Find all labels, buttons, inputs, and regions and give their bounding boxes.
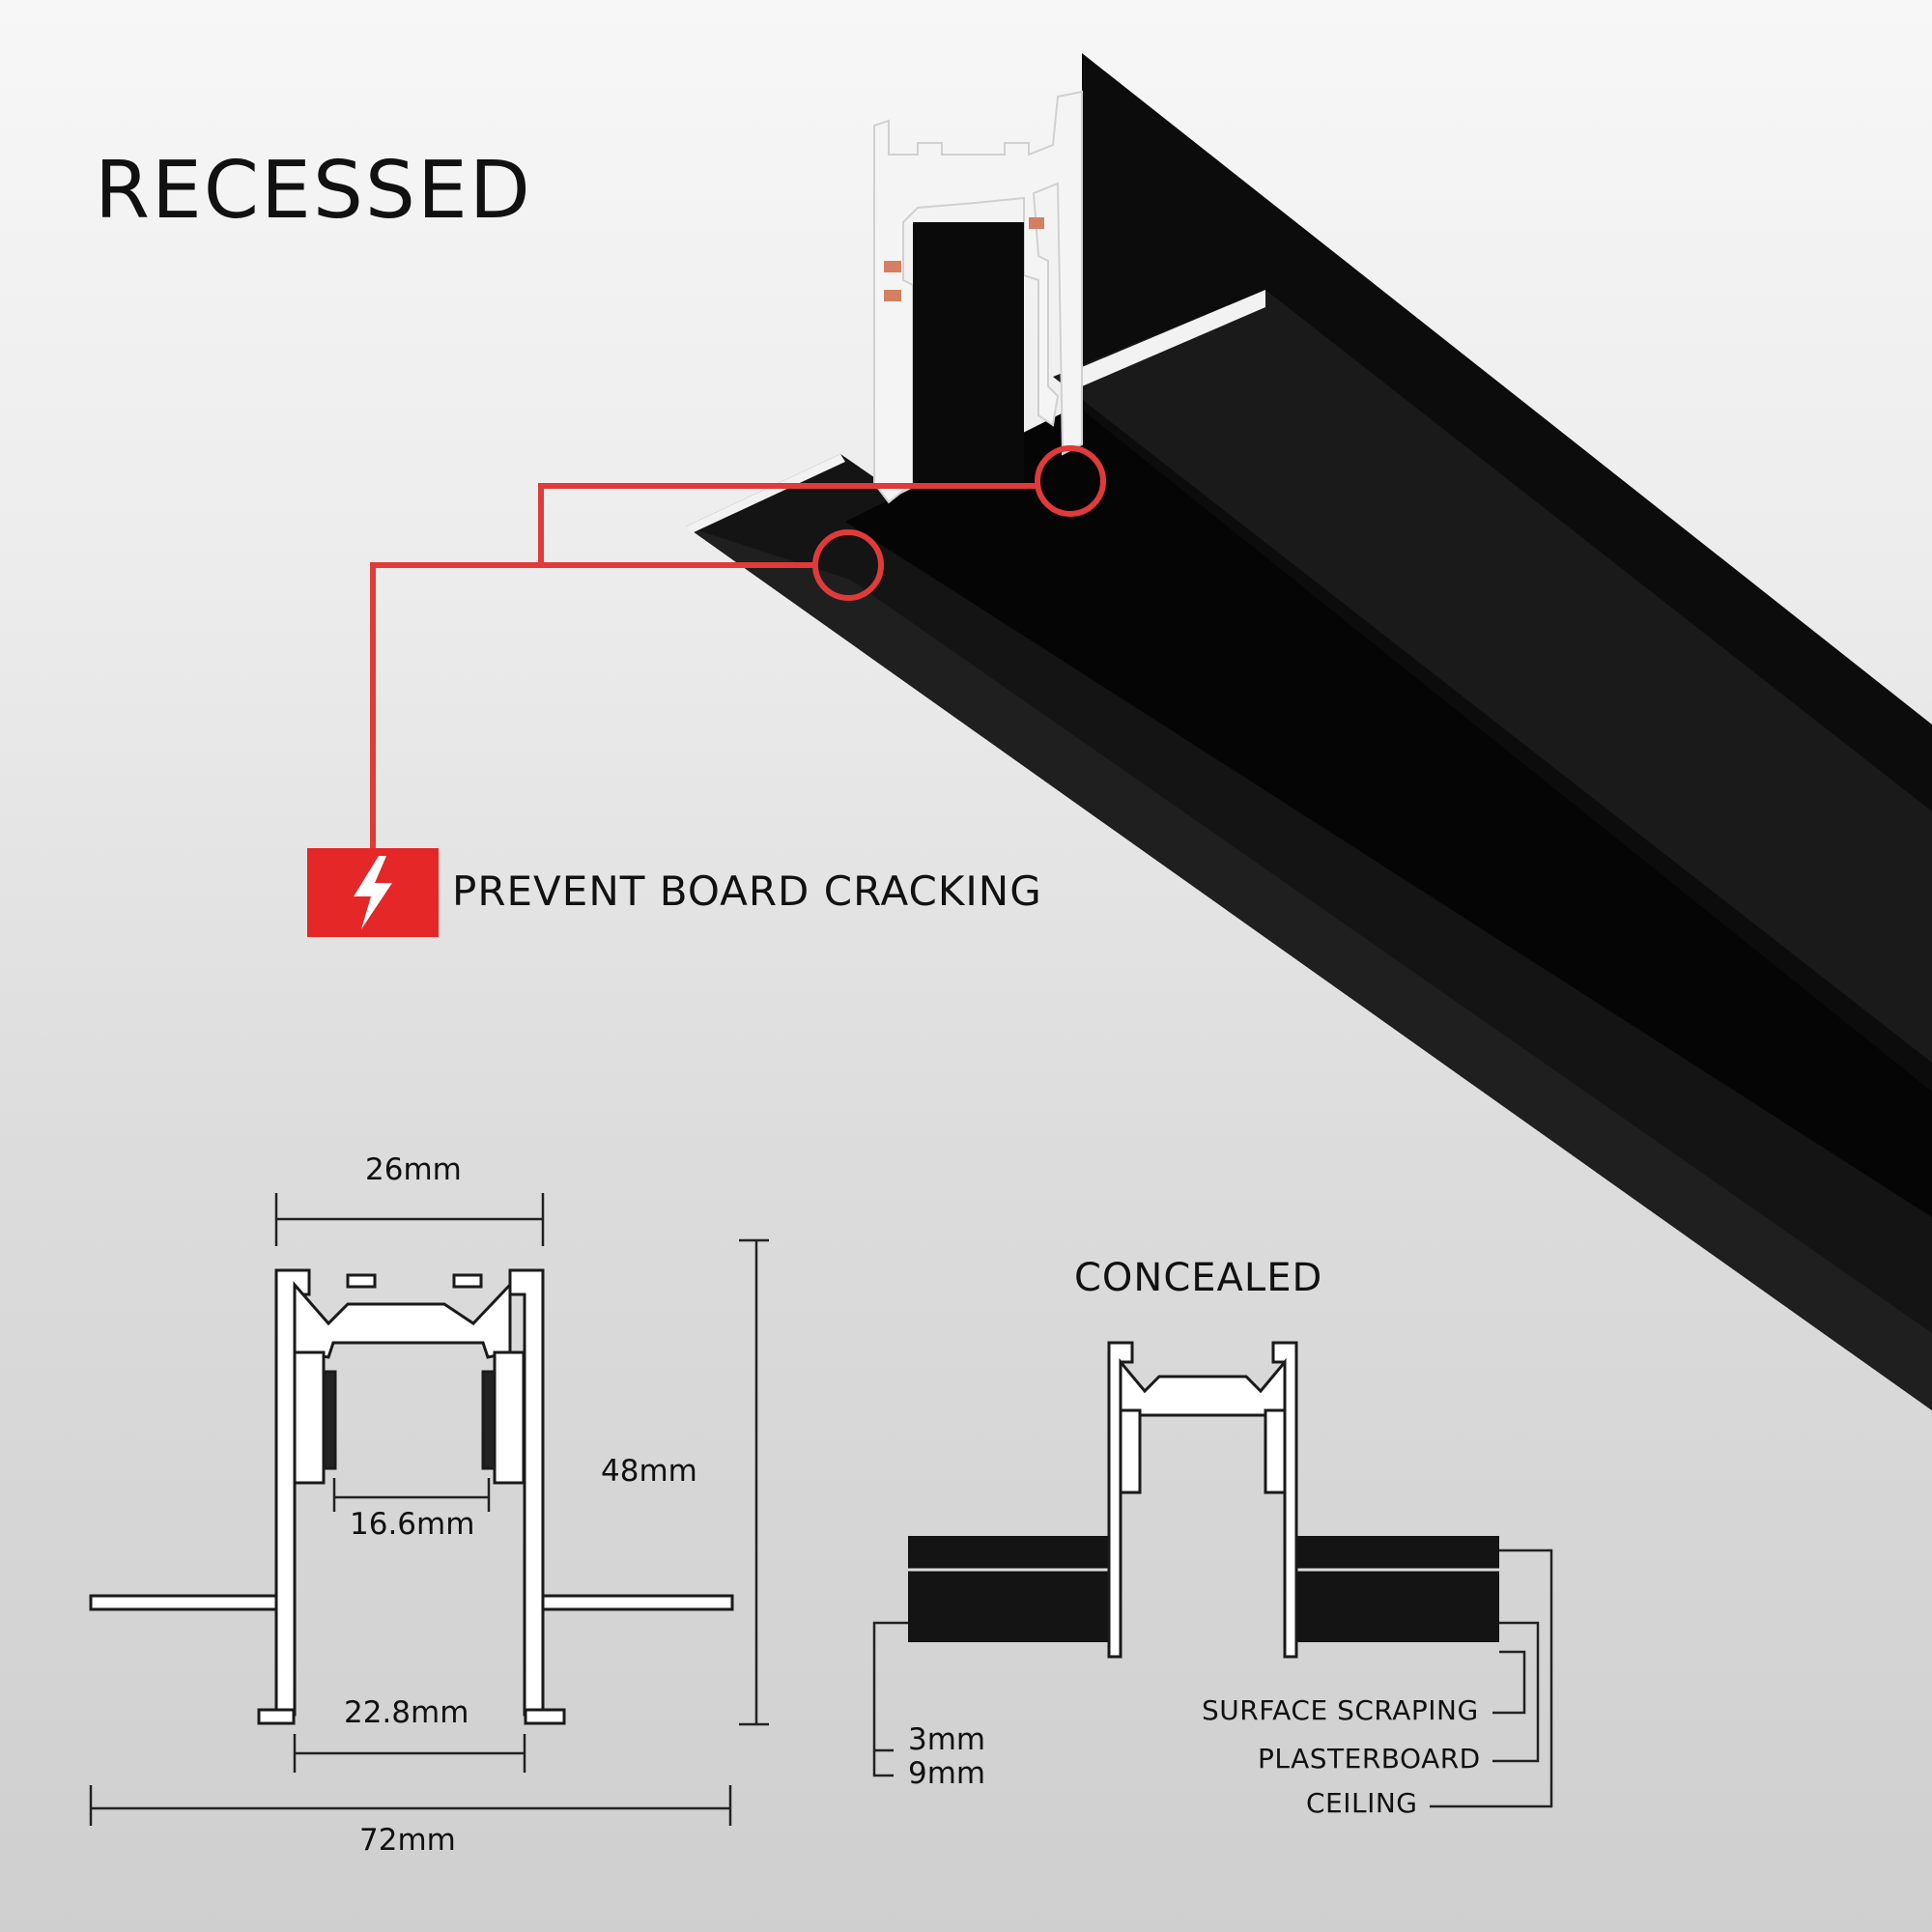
concealed-cross-section (872, 1341, 1553, 1808)
dim-overall-width: 72mm (359, 1823, 456, 1858)
dim-height: 48mm (601, 1454, 697, 1489)
dim-bottom-opening: 22.8mm (344, 1695, 469, 1730)
track-product-image (686, 53, 1932, 1410)
layer-label-plasterboard: PLASTERBOARD (1258, 1743, 1481, 1775)
lightning-icon (354, 856, 392, 929)
dimension-lines (89, 1193, 769, 1826)
dim-thickness-3mm: 3mm (908, 1722, 986, 1757)
dim-thickness-9mm: 9mm (908, 1756, 986, 1791)
concealed-title: CONCEALED (1074, 1256, 1323, 1300)
callout-lines (370, 445, 1106, 848)
prevent-cracking-label: PREVENT BOARD CRACKING (452, 867, 1042, 915)
prevent-cracking-badge (307, 848, 439, 937)
dim-top-width: 26mm (365, 1152, 462, 1187)
layer-label-ceiling: CEILING (1306, 1787, 1418, 1819)
recessed-cross-section (89, 1268, 734, 1725)
recessed-title: RECESSED (95, 145, 532, 237)
dim-inner-width: 16.6mm (350, 1507, 475, 1542)
layer-label-surface-scraping: SURFACE SCRAPING (1202, 1694, 1479, 1726)
